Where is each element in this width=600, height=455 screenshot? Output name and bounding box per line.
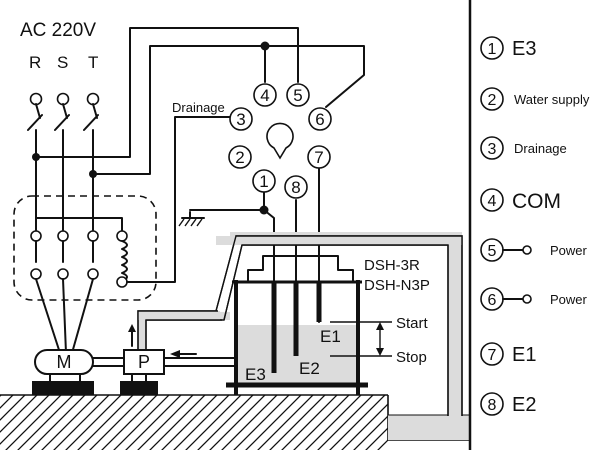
legend-item-3: 3 Drainage: [480, 136, 567, 160]
svg-text:6: 6: [315, 110, 324, 129]
legend-item-4: 4 COM: [480, 188, 561, 213]
socket: 4 5 3 6 2 7 1 8 Drainage: [172, 83, 332, 199]
ground: [0, 394, 471, 450]
svg-text:5: 5: [293, 86, 302, 105]
svg-text:1: 1: [259, 172, 268, 191]
legend-item-6: 6 Power: [480, 287, 588, 311]
legend-item-5: 5 Power: [480, 238, 588, 262]
pump-icon: [123, 349, 165, 375]
legend-item-7: 7 E1: [480, 342, 536, 366]
motor-pump: M P: [32, 324, 238, 395]
svg-text:E2: E2: [512, 394, 536, 416]
supply-title: AC 220V: [20, 20, 96, 41]
phase-r-label: R: [29, 53, 41, 72]
svg-text:3: 3: [488, 141, 497, 158]
pump-label: P: [138, 352, 150, 372]
legend-item-1: 1 E3: [480, 36, 536, 60]
flow-arrow-icon: [170, 350, 180, 358]
drainage-label: Drainage: [172, 100, 225, 115]
start-level-label: Start: [396, 315, 429, 332]
electrode-e1-label: E1: [320, 327, 341, 346]
svg-text:Water supply: Water supply: [514, 92, 590, 107]
svg-text:E3: E3: [512, 38, 536, 60]
svg-text:COM: COM: [512, 190, 561, 213]
phase-s-label: S: [57, 53, 68, 72]
socket-pin-8: 8: [284, 175, 308, 199]
socket-pin-2: 2: [228, 145, 252, 169]
power-supply: AC 220V R S T: [20, 20, 98, 72]
phase-t-label: T: [88, 53, 98, 72]
svg-text:1: 1: [488, 41, 497, 58]
contactor: [13, 195, 157, 354]
electrode-e2-label: E2: [299, 359, 320, 378]
model-line1: DSH-3R: [364, 257, 420, 274]
electrode-e3-label: E3: [245, 365, 266, 384]
svg-text:2: 2: [235, 148, 244, 167]
tank: E1 E2 E3 DSH-3R DSH-N3P: [226, 255, 430, 395]
svg-text:5: 5: [488, 243, 497, 260]
stop-level-label: Stop: [396, 349, 427, 366]
svg-text:2: 2: [488, 92, 497, 109]
svg-text:E1: E1: [512, 344, 536, 366]
legend-item-2: 2 Water supply: [480, 87, 590, 111]
svg-text:Power: Power: [550, 243, 588, 258]
socket-pin-6: 6: [308, 107, 332, 131]
legend: 1 E3 2 Water supply 3 Drainage 4 COM 5 P…: [480, 36, 590, 416]
svg-text:3: 3: [236, 110, 245, 129]
socket-pin-3: 3: [229, 107, 253, 131]
svg-text:4: 4: [260, 86, 269, 105]
level-markers: Start Stop: [330, 315, 429, 366]
svg-text:6: 6: [488, 292, 497, 309]
svg-text:7: 7: [488, 347, 497, 364]
legend-item-8: 8 E2: [480, 392, 536, 416]
model-line2: DSH-N3P: [364, 277, 430, 294]
breaker: [27, 92, 100, 231]
svg-text:Power: Power: [550, 292, 588, 307]
motor-label: M: [57, 352, 72, 372]
socket-pin-7: 7: [307, 145, 331, 169]
svg-text:4: 4: [488, 193, 497, 210]
socket-pin-1: 1: [252, 169, 276, 193]
svg-text:7: 7: [314, 148, 323, 167]
svg-text:Drainage: Drainage: [514, 141, 567, 156]
socket-key-icon: [266, 122, 294, 160]
svg-text:8: 8: [488, 397, 497, 414]
socket-pin-5: 5: [286, 83, 310, 107]
svg-text:8: 8: [291, 178, 300, 197]
socket-pin-4: 4: [253, 83, 277, 107]
motor-icon: [34, 349, 94, 375]
up-arrow-icon: [128, 324, 136, 332]
